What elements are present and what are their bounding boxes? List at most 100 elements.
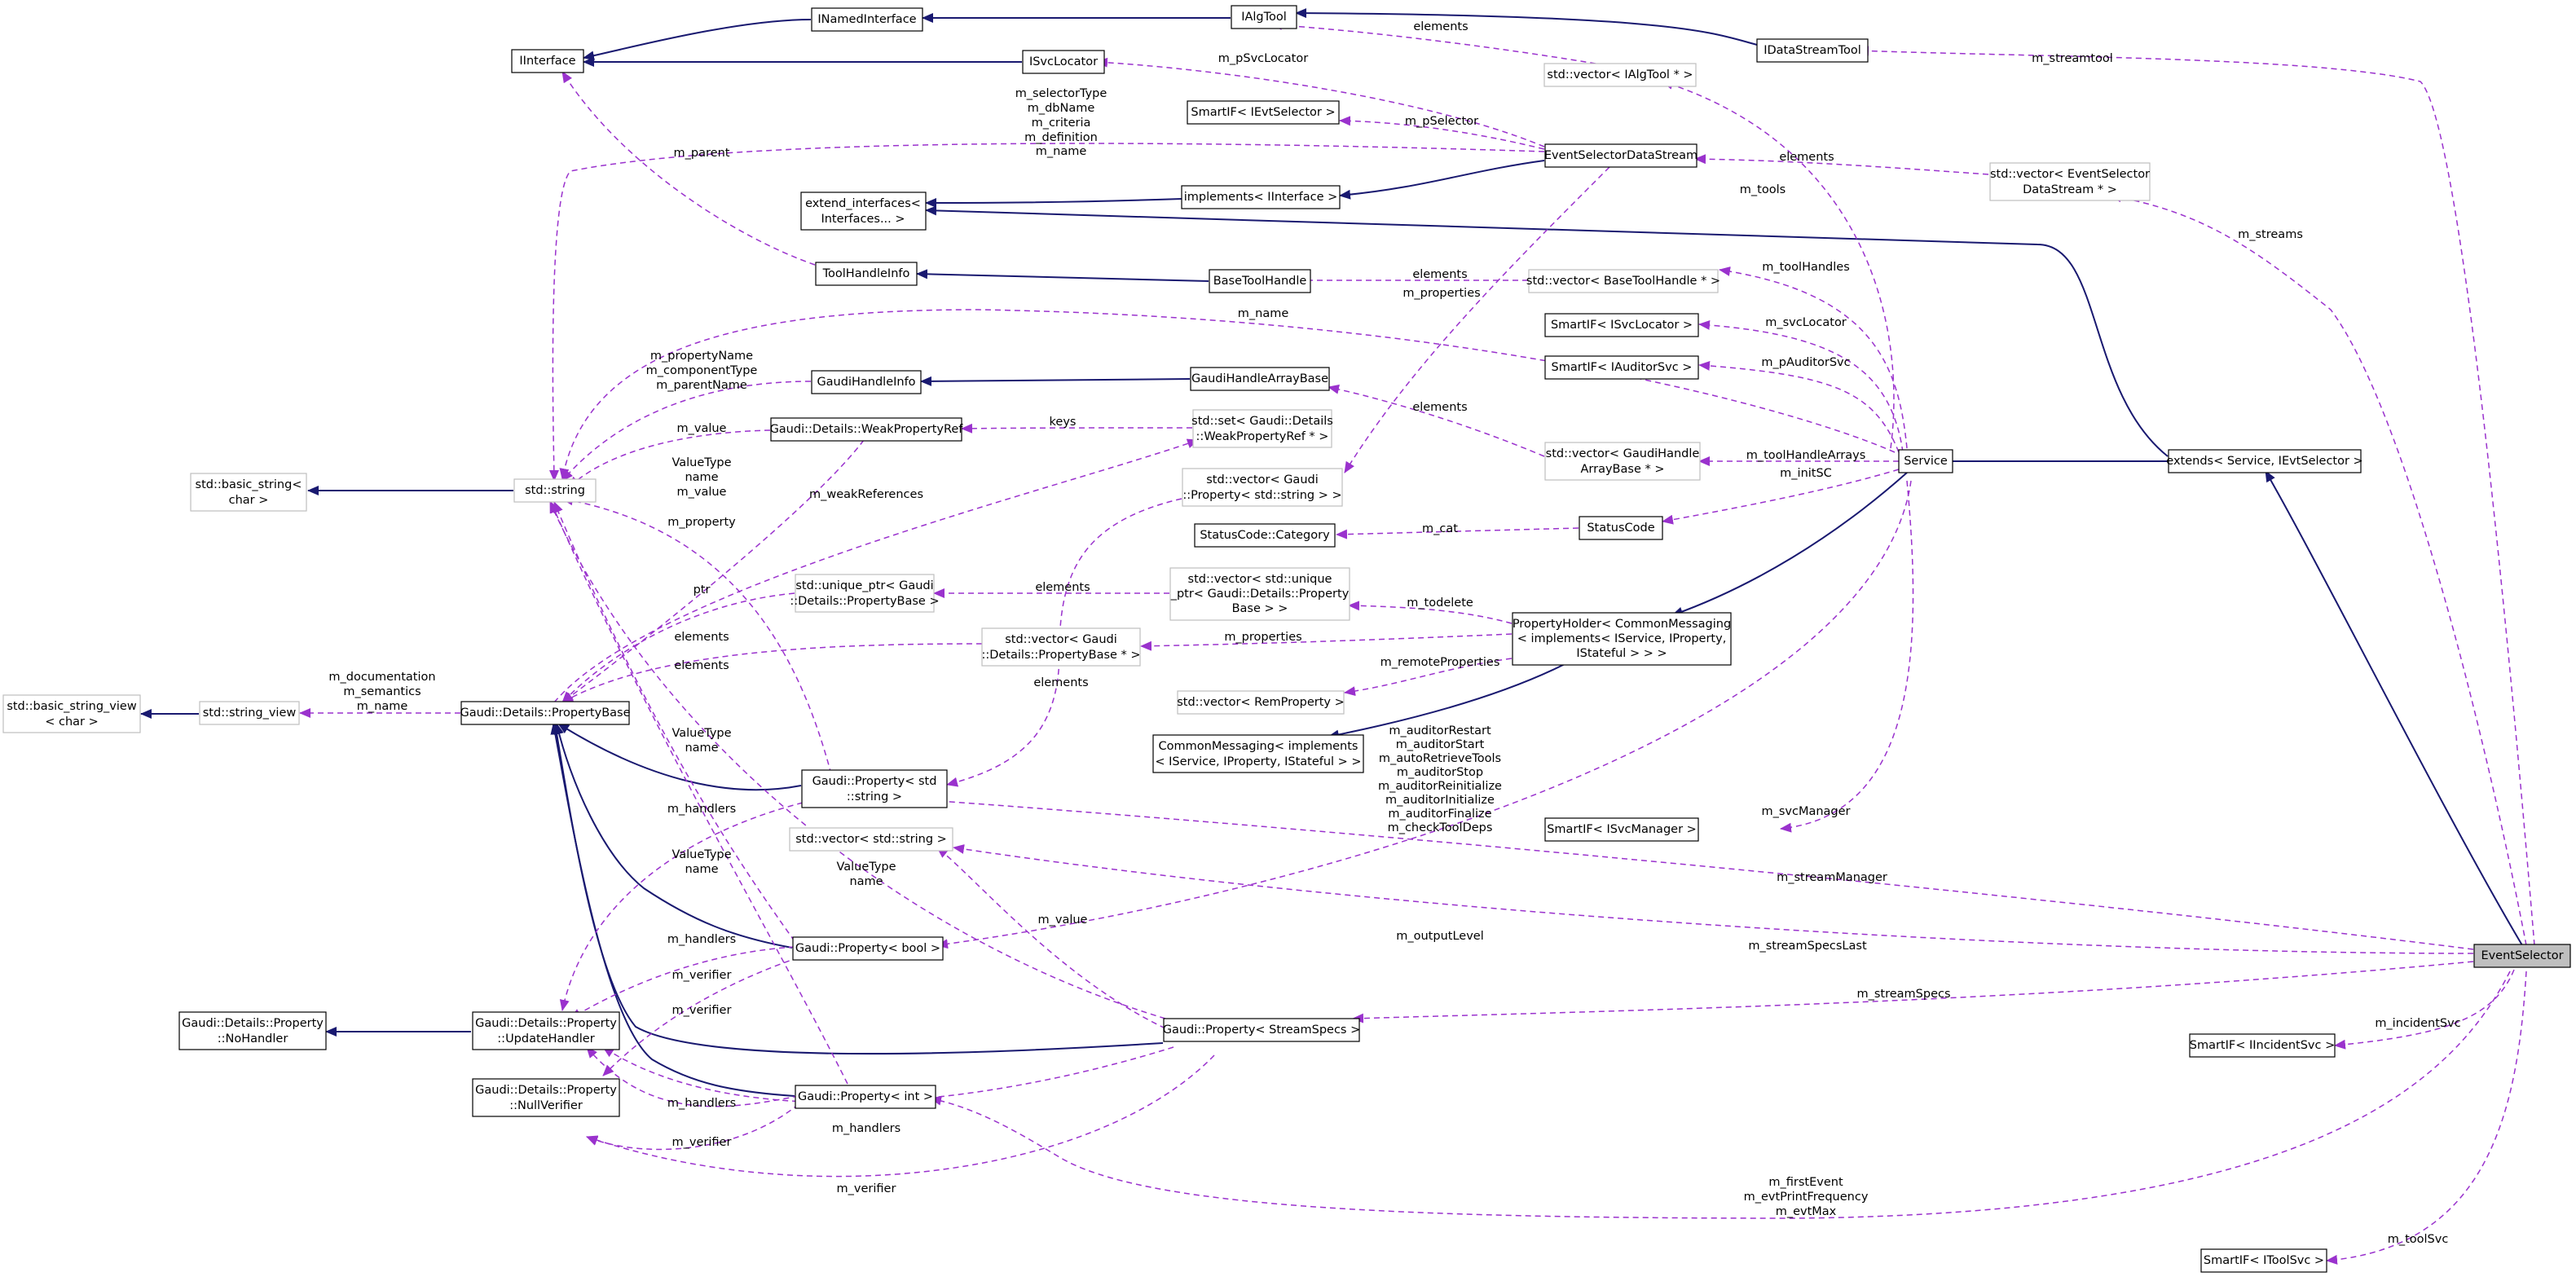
- node-smartif-iincidentsvc[interactable]: SmartIF< IIncidentSvc >: [2189, 1033, 2336, 1058]
- edge-use-vecialgtool-ialgtool: [1270, 20, 1606, 66]
- node-ialgtool[interactable]: IAlgTool: [1231, 5, 1297, 29]
- node-smartif-isvclocator[interactable]: SmartIF< ISvcLocator >: [1544, 313, 1699, 337]
- edge-label-m-firstevent: m_firstEvent: [1768, 1176, 1843, 1189]
- edge-label-m-criteria: m_criteria: [1032, 117, 1091, 130]
- edge-label-m-componenttype: m_componentType: [646, 364, 758, 377]
- node-commonmessaging[interactable]: CommonMessaging< implements < IService, …: [1152, 734, 1364, 773]
- node-updatehandler[interactable]: Gaudi::Details::Property ::UpdateHandler: [472, 1011, 620, 1050]
- node-extend-interfaces[interactable]: extend_interfaces< Interfaces... >: [800, 191, 927, 231]
- edge-use-eventselector-propertyint: [930, 971, 2511, 1219]
- node-label-line2: < char >: [45, 715, 99, 729]
- edge-label-elements: elements: [1033, 676, 1088, 689]
- node-label-line1: Gaudi::Details::Property: [182, 1017, 324, 1030]
- node-statuscode-category[interactable]: StatusCode::Category: [1194, 523, 1336, 548]
- node-label: std::string: [525, 484, 585, 497]
- edge-label-m-semantics: m_semantics: [343, 685, 421, 698]
- edge-use-propertyholder-vecpbptr: [1140, 633, 1513, 651]
- edge-label-m-handlers: m_handlers: [667, 803, 736, 816]
- node-idatastreamtool[interactable]: IDataStreamTool: [1756, 38, 1869, 63]
- node-basic-string-view[interactable]: std::basic_string_view < char >: [2, 694, 141, 733]
- edge-use-service-propertybool: [936, 480, 1912, 949]
- edge-label-m-name: m_name: [1036, 145, 1087, 158]
- node-std-string[interactable]: std::string: [513, 478, 597, 503]
- node-iinterface[interactable]: IInterface: [511, 49, 584, 73]
- node-toolhandleinfo[interactable]: ToolHandleInfo: [815, 262, 918, 286]
- node-eventselectordatastream[interactable]: EventSelectorDataStream: [1544, 143, 1698, 168]
- node-label-line1: CommonMessaging< implements: [1159, 740, 1358, 753]
- node-string-view[interactable]: std::string_view: [199, 701, 300, 725]
- node-vec-unique-ptr-propertybase[interactable]: std::vector< std::unique _ptr< Gaudi::De…: [1169, 567, 1350, 621]
- edge-label-m-handlers: m_handlers: [667, 933, 736, 946]
- node-smartif-itoolsvc[interactable]: SmartIF< IToolSvc >: [2200, 1248, 2327, 1273]
- node-vec-remproperty[interactable]: std::vector< RemProperty >: [1177, 690, 1345, 715]
- node-smartif-isvcmanager[interactable]: SmartIF< ISvcManager >: [1544, 817, 1699, 842]
- edge-use-eventselectordatastream-isvclocator: [1096, 57, 1545, 147]
- edge-use-service-stdstring: [559, 309, 1896, 480]
- node-eventselector[interactable]: EventSelector: [2473, 944, 2571, 968]
- node-extends-service-ievtselector[interactable]: extends< Service, IEvtSelector >: [2166, 449, 2363, 473]
- node-vec-property-string[interactable]: std::vector< Gaudi ::Property< std::stri…: [1182, 468, 1343, 507]
- edge-inh-inamedinterface-iinterface: [583, 19, 812, 61]
- node-property-string[interactable]: Gaudi::Property< std ::string >: [801, 769, 948, 808]
- node-property-streamspecs[interactable]: Gaudi::Property< StreamSpecs >: [1163, 1018, 1361, 1042]
- edge-use-propertyint-stdstring: [550, 501, 848, 1085]
- edge-label-m-checktooldeps: m_checkToolDeps: [1388, 821, 1493, 834]
- edge-label-elements: elements: [1779, 151, 1834, 164]
- node-label: std::string_view: [203, 707, 297, 720]
- edge-use-eventselector-propertyspecs: [1352, 961, 2474, 1023]
- node-vec-basetoolhandle[interactable]: std::vector< BaseToolHandle * >: [1526, 269, 1720, 293]
- edge-use-propertystring-updatehandler: [559, 802, 804, 1011]
- node-label-line2: ::NoHandler: [218, 1032, 288, 1045]
- node-statuscode[interactable]: StatusCode: [1579, 516, 1663, 540]
- edge-label-name: name: [685, 742, 718, 755]
- edge-use-setweak-weakpropertyref: [961, 423, 1193, 434]
- edge-inh-eventselector-extendsservice: [2265, 470, 2523, 946]
- edge-use-eventselector-vecstring: [953, 844, 2474, 954]
- node-label-line1: std::vector< GaudiHandle: [1546, 447, 1700, 460]
- edge-use-service-vecbasetoolhandle: [1719, 266, 1908, 449]
- node-label-line2: ::string >: [847, 790, 902, 803]
- node-isvclocator[interactable]: ISvcLocator: [1022, 50, 1105, 74]
- node-property-int[interactable]: Gaudi::Property< int >: [795, 1085, 936, 1109]
- edge-label-m-pselector: m_pSelector: [1405, 115, 1478, 128]
- node-set-weakpropertyref[interactable]: std::set< Gaudi::Details ::WeakPropertyR…: [1191, 409, 1333, 448]
- node-smartif-ievtselector[interactable]: SmartIF< IEvtSelector >: [1187, 100, 1340, 125]
- node-implements-iinterface[interactable]: implements< IInterface >: [1181, 185, 1341, 209]
- node-basic-string[interactable]: std::basic_string< char >: [190, 473, 307, 512]
- node-propertybase[interactable]: Gaudi::Details::PropertyBase: [460, 701, 631, 725]
- edge-use-eventselectordatastream-vecpropertystring: [1344, 166, 1610, 473]
- edge-use-weakpropertyref-propertybase: [561, 439, 865, 703]
- node-weakpropertyref[interactable]: Gaudi::Details::WeakPropertyRef: [770, 417, 964, 442]
- node-label: Gaudi::Details::WeakPropertyRef: [770, 423, 964, 436]
- node-property-bool[interactable]: Gaudi::Property< bool >: [792, 936, 944, 961]
- edge-label-m-properties: m_properties: [1402, 287, 1480, 300]
- node-service[interactable]: Service: [1898, 449, 1953, 473]
- edge-label-m-parent: m_parent: [674, 147, 730, 160]
- node-vec-eventselectordatastream[interactable]: std::vector< EventSelector DataStream * …: [1989, 162, 2151, 201]
- edge-label-m-streammanager: m_streamManager: [1777, 871, 1887, 884]
- node-vec-propertybase-ptr[interactable]: std::vector< Gaudi ::Details::PropertyBa…: [981, 627, 1141, 667]
- node-gaudihandleinfo[interactable]: GaudiHandleInfo: [811, 370, 922, 394]
- node-vec-ialgtool[interactable]: std::vector< IAlgTool * >: [1543, 63, 1697, 87]
- node-vec-gaudihandlearraybase[interactable]: std::vector< GaudiHandle ArrayBase * >: [1544, 442, 1701, 481]
- node-basetoolhandle[interactable]: BaseToolHandle: [1209, 269, 1311, 293]
- node-vec-string[interactable]: std::vector< std::string >: [789, 827, 953, 852]
- edge-inh-implements-extendinterfaces: [925, 197, 1182, 208]
- node-smartif-iauditorsvc[interactable]: SmartIF< IAuditorSvc >: [1544, 355, 1699, 380]
- node-gaudihandlearraybase[interactable]: GaudiHandleArrayBase: [1190, 367, 1330, 391]
- node-nullverifier[interactable]: Gaudi::Details::Property ::NullVerifier: [472, 1078, 620, 1117]
- edge-use-propertyholder-vecremproperty: [1344, 658, 1513, 697]
- node-inamedinterface[interactable]: INamedInterface: [811, 7, 923, 32]
- node-propertyholder[interactable]: PropertyHolder< CommonMessaging < implem…: [1512, 612, 1732, 666]
- node-label-line1: Gaudi::Property< std: [812, 775, 937, 788]
- edge-label-m-tools: m_tools: [1740, 183, 1786, 196]
- edge-label-m-dbname: m_dbName: [1028, 102, 1095, 115]
- node-label-line2: ArrayBase * >: [1581, 463, 1665, 476]
- node-nohandler[interactable]: Gaudi::Details::Property ::NoHandler: [178, 1011, 327, 1050]
- edge-use-service-vecialgtool: [1662, 80, 1895, 449]
- node-unique-ptr-propertybase[interactable]: std::unique_ptr< Gaudi ::Details::Proper…: [790, 574, 940, 613]
- node-label-line2: < IService, IProperty, IStateful > >: [1155, 755, 1361, 768]
- node-label-line1: std::unique_ptr< Gaudi: [795, 579, 933, 592]
- edge-label-elements: elements: [1413, 20, 1468, 33]
- edge-label-m-streamspecslast: m_streamSpecsLast: [1748, 940, 1867, 953]
